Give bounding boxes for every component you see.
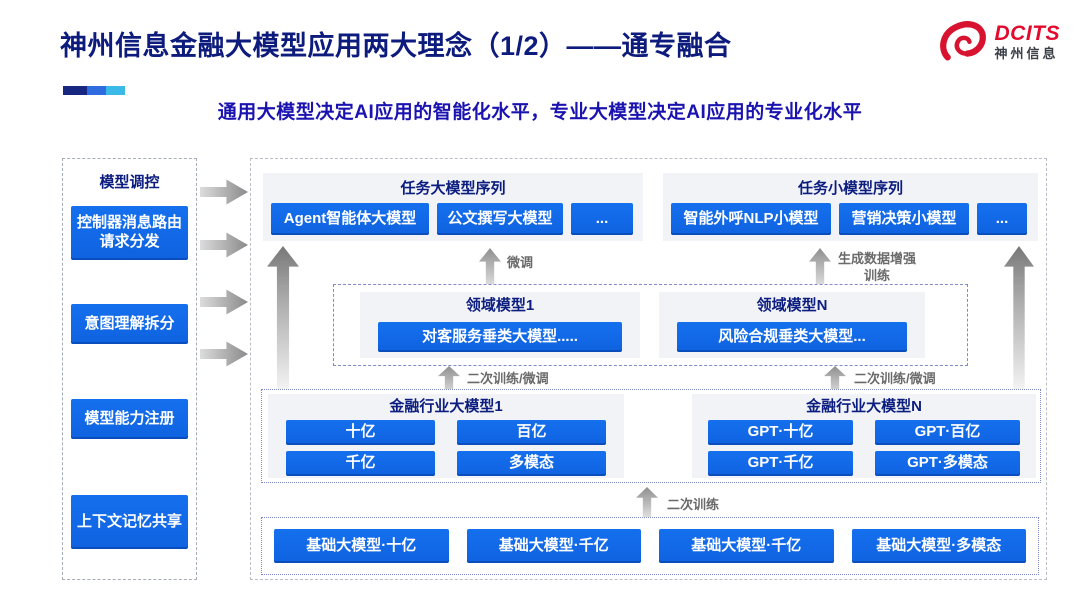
domain-model-1-title: 领域模型1 bbox=[465, 297, 535, 314]
sidebar-item-register: 模型能力注册 bbox=[71, 399, 188, 439]
node-base-multimodal: 基础大模型·多模态 bbox=[851, 529, 1026, 563]
node-base-1b: 基础大模型·十亿 bbox=[274, 529, 449, 563]
company-logo: DCITS 神州信息 bbox=[935, 18, 1061, 66]
dcits-swirl-icon bbox=[939, 21, 986, 61]
right-arrow-icon bbox=[200, 179, 248, 205]
up-arrow-icon bbox=[809, 248, 831, 286]
task-large-model-panel: 任务大模型序列 Agent智能体大模型 公文撰写大模型 ... bbox=[263, 173, 643, 241]
node-1b: 十亿 bbox=[286, 420, 435, 445]
retrain-left-label: 二次训练/微调 bbox=[467, 371, 549, 386]
sidebar-item-context: 上下文记忆共享 bbox=[71, 495, 188, 549]
retrain-right-label: 二次训练/微调 bbox=[854, 371, 936, 386]
node-more-large-models: ... bbox=[571, 203, 633, 235]
node-gpt-100b: GPT·千亿 bbox=[708, 451, 853, 476]
right-arrow-icon bbox=[200, 232, 248, 258]
sidebar-item-intent: 意图理解拆分 bbox=[71, 304, 188, 344]
task-small-title: 任务小模型序列 bbox=[797, 180, 903, 197]
slide-subtitle: 通用大模型决定AI应用的智能化水平，专业大模型决定AI应用的专业化水平 bbox=[217, 102, 863, 123]
node-agent-large-model: Agent智能体大模型 bbox=[271, 203, 429, 235]
up-arrow-icon bbox=[479, 248, 501, 286]
industry-model-1-title: 金融行业大模型1 bbox=[389, 398, 503, 415]
node-more-small-models: ... bbox=[977, 203, 1027, 235]
sidebar-title: 模型调控 bbox=[99, 174, 160, 191]
model-architecture-container: 任务大模型序列 Agent智能体大模型 公文撰写大模型 ... 任务小模型序列 … bbox=[250, 158, 1047, 580]
industry-model-1-panel: 金融行业大模型1 十亿 百亿 千亿 多模态 bbox=[268, 394, 624, 478]
up-arrow-icon bbox=[636, 487, 658, 517]
task-small-model-panel: 任务小模型序列 智能外呼NLP小模型 营销决策小模型 ... bbox=[663, 173, 1038, 241]
domain-models-container: 领域模型1 对客服务垂类大模型..... 领域模型N 风险合规垂类大模型... bbox=[333, 284, 968, 366]
task-large-title: 任务大模型序列 bbox=[400, 180, 506, 197]
domain-model-n-title: 领域模型N bbox=[756, 297, 828, 314]
node-10b: 百亿 bbox=[457, 420, 606, 445]
title-accent-bar bbox=[63, 86, 125, 95]
tall-up-arrow-icon bbox=[267, 246, 299, 393]
fine-tune-label: 微调 bbox=[507, 255, 534, 270]
accent-segment bbox=[63, 86, 87, 95]
node-gpt-10b: GPT·百亿 bbox=[875, 420, 1020, 445]
industry-model-n-panel: 金融行业大模型N GPT·十亿 GPT·百亿 GPT·千亿 GPT·多模态 bbox=[692, 394, 1036, 478]
logo-brand-cn: 神州信息 bbox=[994, 46, 1059, 62]
logo-brand-text: DCITS bbox=[994, 22, 1060, 46]
industry-model-n-title: 金融行业大模型N bbox=[806, 398, 922, 415]
node-base-100b: 基础大模型·千亿 bbox=[466, 529, 641, 563]
node-multimodal: 多模态 bbox=[457, 451, 606, 476]
base-models-container: 基础大模型·十亿 基础大模型·千亿 基础大模型·千亿 基础大模型·多模态 bbox=[261, 517, 1039, 575]
page-title: 神州信息金融大模型应用两大理念（1/2）——通专融合 bbox=[60, 31, 732, 61]
node-nlp-small-model: 智能外呼NLP小模型 bbox=[671, 203, 831, 235]
node-document-large-model: 公文撰写大模型 bbox=[437, 203, 563, 235]
domain-model-1-panel: 领域模型1 对客服务垂类大模型..... bbox=[360, 292, 640, 358]
model-control-sidebar: 模型调控 控制器消息路由请求分发 意图理解拆分 模型能力注册 上下文记忆共享 bbox=[62, 158, 197, 580]
node-100b: 千亿 bbox=[286, 451, 435, 476]
node-gpt-multimodal: GPT·多模态 bbox=[875, 451, 1020, 476]
right-arrow-icon bbox=[200, 289, 248, 315]
sidebar-item-router: 控制器消息路由请求分发 bbox=[71, 206, 188, 260]
node-customer-service-model: 对客服务垂类大模型..... bbox=[378, 322, 622, 352]
industry-models-container: 金融行业大模型1 十亿 百亿 千亿 多模态 金融行业大模型N GPT·十亿 GP… bbox=[261, 389, 1041, 483]
node-base-100b-2: 基础大模型·千亿 bbox=[659, 529, 834, 563]
node-risk-compliance-model: 风险合规垂类大模型... bbox=[677, 322, 907, 352]
accent-segment bbox=[106, 86, 125, 95]
tall-up-arrow-icon bbox=[1004, 246, 1034, 393]
node-gpt-1b: GPT·十亿 bbox=[708, 420, 853, 445]
node-marketing-small-model: 营销决策小模型 bbox=[839, 203, 969, 235]
gen-data-training-label: 生成数据增强训练 bbox=[837, 251, 916, 283]
domain-model-n-panel: 领域模型N 风险合规垂类大模型... bbox=[659, 292, 925, 358]
right-arrow-icon bbox=[200, 341, 248, 367]
retrain-base-label: 二次训练 bbox=[667, 497, 720, 512]
accent-segment bbox=[87, 86, 106, 95]
